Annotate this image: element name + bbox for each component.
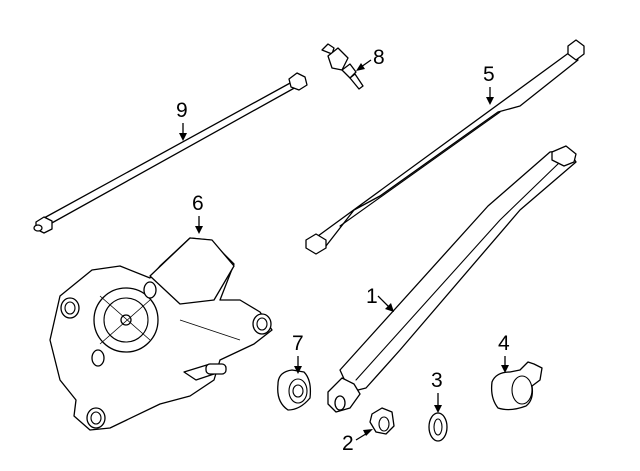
callout-2: 2 [342, 429, 373, 455]
callout-1: 1 [366, 285, 394, 312]
part-7-grommet [277, 369, 312, 411]
svg-text:8: 8 [373, 46, 385, 69]
callout-5: 5 [483, 63, 495, 105]
svg-text:9: 9 [176, 99, 188, 122]
part-9-washer-hose [33, 72, 308, 234]
callout-6: 6 [192, 192, 204, 234]
svg-text:5: 5 [483, 63, 495, 86]
svg-text:4: 4 [498, 332, 510, 355]
callout-4: 4 [498, 332, 510, 373]
part-2-nut [369, 407, 395, 435]
part-8-washer-nozzle [321, 43, 364, 90]
callout-7: 7 [292, 332, 304, 374]
part-4-arm-cap [490, 361, 543, 411]
svg-text:2: 2 [342, 432, 354, 455]
callout-9: 9 [176, 99, 188, 141]
part-5-wiper-blade [305, 39, 585, 255]
part-6-wiper-motor [49, 237, 273, 431]
callout-8: 8 [356, 46, 385, 71]
part-1-wiper-arm [327, 145, 577, 413]
part-3-washer [428, 412, 448, 442]
svg-text:3: 3 [431, 369, 443, 392]
svg-text:7: 7 [292, 332, 304, 355]
svg-text:6: 6 [192, 192, 204, 215]
svg-text:1: 1 [366, 285, 378, 308]
callout-3: 3 [431, 369, 443, 413]
